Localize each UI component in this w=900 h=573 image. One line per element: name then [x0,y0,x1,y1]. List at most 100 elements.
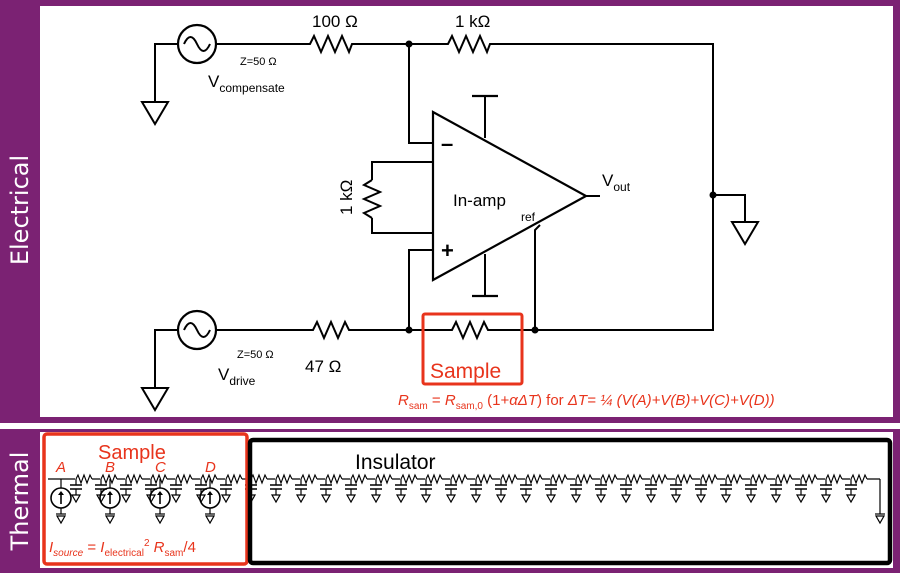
current-source-icon-a [50,487,72,509]
label-1k-gain: 1 kΩ [337,180,356,215]
node-label-a: A [55,459,66,476]
label-z-comp: Z=50 Ω [240,56,277,68]
thermal-resistor [550,473,568,485]
label-isource-formula: Isource = Ielectrical2 Rsam/4 [49,538,196,559]
thermal-resistor [250,473,268,485]
thermal-resistor [100,473,118,485]
thermal-capacitor-ground-icon [94,478,108,503]
thermal-resistor [575,473,593,485]
label-1k-feedback: 1 kΩ [455,12,490,31]
thermal-resistor [75,473,93,485]
thermal-resistor [650,473,668,485]
thermal-resistor [300,473,318,485]
node-label-c: C [155,459,166,476]
thermal-capacitor-ground-icon [719,478,733,503]
label-in-amp: In-amp [453,191,506,210]
thermal-resistor [800,473,818,485]
thermal-ladder [55,473,868,524]
thermal-capacitor-ground-icon [669,478,683,503]
thermal-resistor [525,473,543,485]
label-z-drive: Z=50 Ω [237,349,274,361]
thermal-capacitor-ground-icon [594,478,608,503]
label-minus: – [441,131,453,156]
thermal-resistor [150,473,168,485]
thermal-resistor [375,473,393,485]
thermal-capacitor-ground-icon [144,478,158,503]
ground-icon-source [204,507,216,524]
thermal-capacitor-ground-icon [69,478,83,503]
thermal-resistor [500,473,518,485]
thermal-capacitor-ground-icon [194,478,208,503]
sample-highlight-box [421,312,524,386]
resistor-1k-gain [361,179,383,219]
thermal-resistor [325,473,343,485]
thermal-resistor [750,473,768,485]
thermal-resistor [400,473,418,485]
v-compensate-source [176,23,218,65]
in-amp [431,110,589,282]
thermal-capacitor-ground-icon [519,478,533,503]
thermal-resistor [275,473,293,485]
label-v-compensate: Vcompensate [208,72,285,95]
thermal-resistor [350,473,368,485]
node-label-b: B [105,459,115,476]
thermal-resistor [850,473,868,485]
resistor-100 [300,33,360,55]
thermal-capacitor-ground-icon [369,478,383,503]
thermal-capacitor-ground-icon [269,478,283,503]
thermal-capacitor-ground-icon [394,478,408,503]
label-v-out: Vout [602,171,631,194]
thermal-resistor [425,473,443,485]
thermal-resistor [200,473,218,485]
thermal-capacitor-ground-icon [794,478,808,503]
thermal-capacitor-ground-icon [119,478,133,503]
ground-icon-compensate [141,87,169,125]
thermal-panel-canvas [40,432,893,568]
thermal-capacitor-ground-icon [544,478,558,503]
ground-icon-source [154,507,166,524]
thermal-capacitor-ground-icon [344,478,358,503]
thermal-capacitor-ground-icon [644,478,658,503]
thermal-resistor [725,473,743,485]
thermal-capacitor-ground-icon [469,478,483,503]
thermal-resistor [450,473,468,485]
thermal-sample-box [42,432,249,566]
thermal-resistor [825,473,843,485]
thermal-capacitor-ground-icon [444,478,458,503]
thermal-capacitor-ground-icon [844,478,858,503]
label-ref: ref [521,210,536,224]
thermal-capacitor-ground-icon [319,478,333,503]
thermal-capacitor-ground-icon [494,478,508,503]
ground-icon-source [104,507,116,524]
thermal-capacitor-ground-icon [219,478,233,503]
thermal-sample-label: Sample [98,442,166,464]
thermal-capacitor-ground-icon [694,478,708,503]
insulator-label: Insulator [355,451,436,474]
label-sample: Sample [430,360,501,383]
ground-icon-output [731,207,759,245]
insulator-box [247,437,893,566]
resistor-47 [305,319,357,341]
label-47-ohm: 47 Ω [305,357,341,376]
thermal-resistor [175,473,193,485]
thermal-resistor [775,473,793,485]
thermal-resistor [225,473,243,485]
thermal-resistor [600,473,618,485]
ground-icon-drive [141,373,169,411]
thermal-capacitor-ground-icon [744,478,758,503]
thermal-resistor [475,473,493,485]
thermal-capacitor-ground-icon [294,478,308,503]
thermal-capacitor-ground-icon [769,478,783,503]
thermal-resistor [625,473,643,485]
thermal-capacitor-ground-icon [419,478,433,503]
thermal-capacitor-ground-icon [619,478,633,503]
resistor-sample [445,319,495,341]
label-rsam-formula: Rsam = Rsam,0 (1+αΔT) for ΔT= ¼ (V(A)+V(… [398,392,775,412]
thermal-capacitor-ground-icon [569,478,583,503]
ground-icon-source [55,507,67,524]
label-100-ohm: 100 Ω [312,12,358,31]
label-v-drive: Vdrive [218,365,256,388]
thermal-resistor [675,473,693,485]
v-drive-source [176,309,218,351]
